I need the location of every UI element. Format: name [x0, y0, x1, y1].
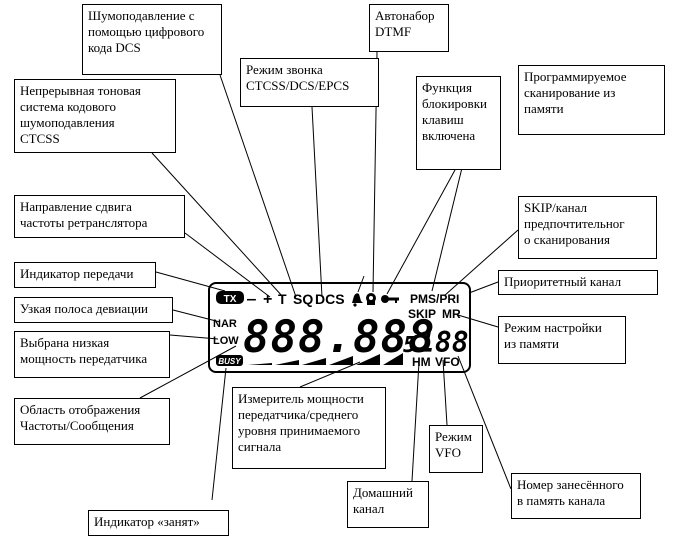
- busy-text: BUSY: [218, 357, 241, 366]
- mr-symbol: MR: [442, 307, 461, 321]
- tx-text: TX: [224, 294, 237, 305]
- plus-symbol: +: [263, 291, 272, 308]
- dcs-symbol: DCS: [315, 291, 345, 307]
- skip-symbol: SKIP: [408, 307, 436, 321]
- label-narrow: Узкая полоса девиации: [14, 297, 173, 323]
- label-key-lock: Функция блокировки клавиш включена: [416, 76, 501, 170]
- dtmf-icon: [366, 293, 376, 305]
- label-tx-indicator: Индикатор передачи: [14, 262, 156, 288]
- low-symbol: LOW: [213, 335, 239, 347]
- label-skip-pref: SKIP/канал предпочтительног о сканирован…: [518, 196, 657, 259]
- minus-symbol: ‒: [246, 291, 256, 308]
- t-symbol: T: [278, 291, 287, 307]
- label-display-area: Область отображения Частоты/Сообщения: [14, 398, 170, 445]
- lcd-frame: [208, 282, 471, 373]
- vfo-symbol: VFO: [435, 355, 460, 369]
- label-dtmf: Автонабор DTMF: [369, 4, 449, 52]
- label-shift-direction: Направление сдвига частоты ретранслятора: [14, 195, 185, 238]
- label-home-channel: Домашний канал: [347, 481, 429, 528]
- busy-badge: [216, 355, 243, 366]
- label-ctcss: Непрерывная тоновая система кодового шум…: [14, 79, 176, 153]
- label-memory-tune: Режим настройки из памяти: [498, 316, 626, 364]
- label-busy-indicator: Индикатор «занят»: [88, 510, 229, 536]
- tx-badge: [216, 291, 244, 304]
- label-mem-channel-no: Номер занесённого в память канала: [511, 473, 641, 519]
- channel-digits: 188: [418, 326, 469, 359]
- pms-pri-symbol: PMS/PRI: [410, 292, 459, 306]
- label-pms: Программируемое сканирование из памяти: [518, 65, 665, 135]
- sub-digit: 5: [403, 333, 416, 358]
- bell-icon: [352, 293, 363, 307]
- sq-symbol: SQ: [293, 291, 313, 307]
- label-low-power: Выбрана низкая мощность передатчика: [14, 331, 170, 378]
- label-vfo-mode: Режим VFO: [429, 425, 483, 473]
- label-meter: Измеритель мощности передатчика/среднего…: [232, 387, 386, 469]
- signal-meter: [248, 353, 403, 365]
- label-priority: Приоритетный канал: [498, 270, 658, 295]
- label-bell-mode: Режим звонка CTCSS/DCS/EPCS: [240, 58, 379, 107]
- label-dcs-squelch: Шумоподавление с помощью цифрового кода …: [82, 4, 222, 75]
- leader-lines: [139, 51, 519, 501]
- key-lock-icon: [381, 295, 399, 303]
- nar-symbol: NAR: [213, 318, 237, 330]
- hm-symbol: HM: [412, 355, 431, 369]
